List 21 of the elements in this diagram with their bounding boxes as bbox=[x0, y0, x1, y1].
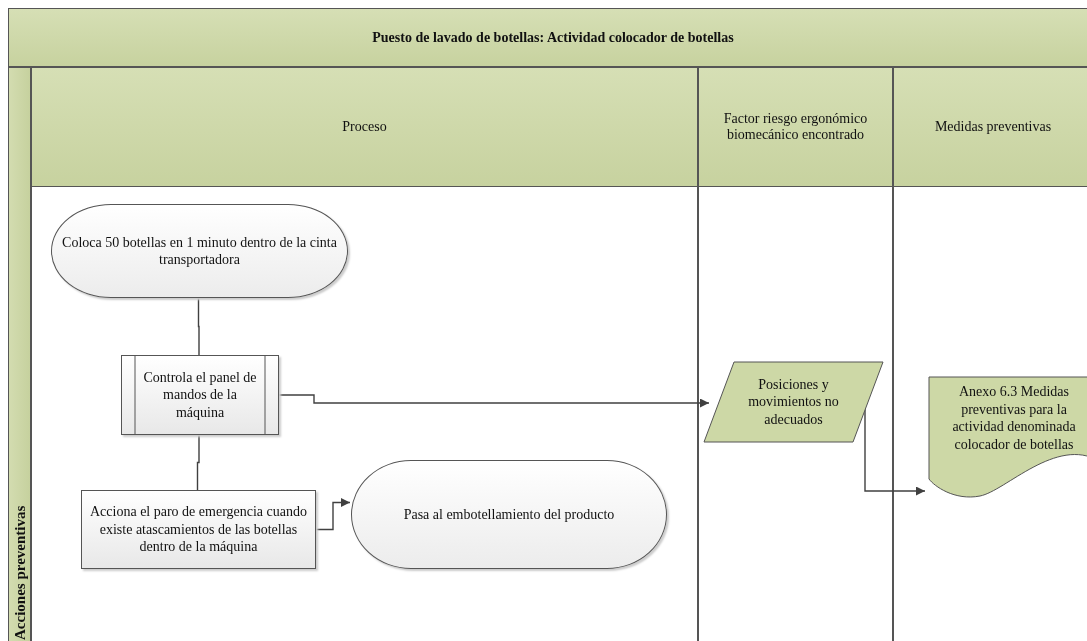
swimlane-column bbox=[698, 67, 893, 641]
column-header: Factor riesgo ergonómico biomecánico encontrado bbox=[699, 67, 892, 187]
column-header: Proceso bbox=[32, 67, 697, 187]
node-label: Pasa al embotellamiento del producto bbox=[402, 505, 616, 524]
connector-arrow bbox=[314, 498, 351, 531]
node-label: Coloca 50 botellas en 1 minuto dentro de la cinta transportadora bbox=[61, 233, 338, 269]
node-label: Acciona el paro de emergencia cuando existe atascamientos de las botellas dentro de la máquina bbox=[89, 503, 308, 556]
swimlane-column bbox=[893, 67, 1087, 641]
subprocess-box bbox=[121, 355, 279, 435]
data-parallelogram bbox=[704, 362, 883, 442]
node-label: Posiciones y movimientos no adecuados bbox=[747, 375, 840, 429]
process-box bbox=[81, 490, 316, 569]
swimlane-band bbox=[8, 67, 31, 641]
document-shape bbox=[929, 377, 1087, 501]
lane-label: Acciones preventivas bbox=[11, 505, 29, 640]
diagram-title: Puesto de lavado de botellas: Actividad colocador de botellas bbox=[372, 29, 734, 46]
node-label: Controla el panel de mandos de la máquina bbox=[142, 368, 258, 422]
connector-arrow bbox=[277, 394, 710, 408]
column-header: Medidas preventivas bbox=[894, 67, 1087, 187]
node-label: Anexo 6.3 Medidas preventivas para la actividad denominada colocador de botellas bbox=[951, 383, 1077, 454]
swimlane-column bbox=[31, 67, 698, 641]
